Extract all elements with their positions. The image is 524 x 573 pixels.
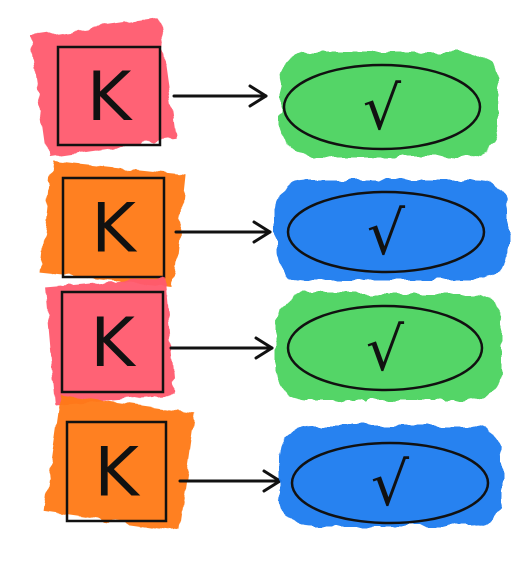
box-outline <box>65 420 168 523</box>
box-outline <box>60 290 165 394</box>
box-fill <box>45 276 175 406</box>
oval-label: √ <box>363 74 402 144</box>
box-fill <box>44 395 196 531</box>
oval-outline <box>286 190 486 274</box>
oval-label: √ <box>371 450 410 520</box>
diagram-row: K√ <box>44 395 502 531</box>
arrow-head <box>254 336 274 360</box>
oval-outline <box>290 441 490 525</box>
arrow-head <box>252 220 272 244</box>
box-fill <box>30 18 176 158</box>
rows-layer: K√K√K√K√ <box>30 18 508 531</box>
diagram-row: K√ <box>40 161 508 287</box>
diagram-row: K√ <box>45 276 502 406</box>
box-fill <box>40 161 186 287</box>
box-outline <box>56 45 162 147</box>
oval-fill <box>280 52 498 156</box>
box-label: K <box>87 58 134 137</box>
oval-outline <box>282 63 482 151</box>
oval-label: √ <box>367 199 406 269</box>
box-label: K <box>90 304 137 383</box>
box-outline <box>61 176 166 279</box>
arrow-head <box>248 84 268 108</box>
oval-fill <box>276 180 508 280</box>
box-label: K <box>94 434 141 513</box>
oval-fill <box>276 294 502 400</box>
oval-outline <box>286 304 484 392</box>
box-label: K <box>91 190 138 269</box>
oval-label: √ <box>366 315 405 385</box>
diagram-row: K√ <box>30 18 498 158</box>
